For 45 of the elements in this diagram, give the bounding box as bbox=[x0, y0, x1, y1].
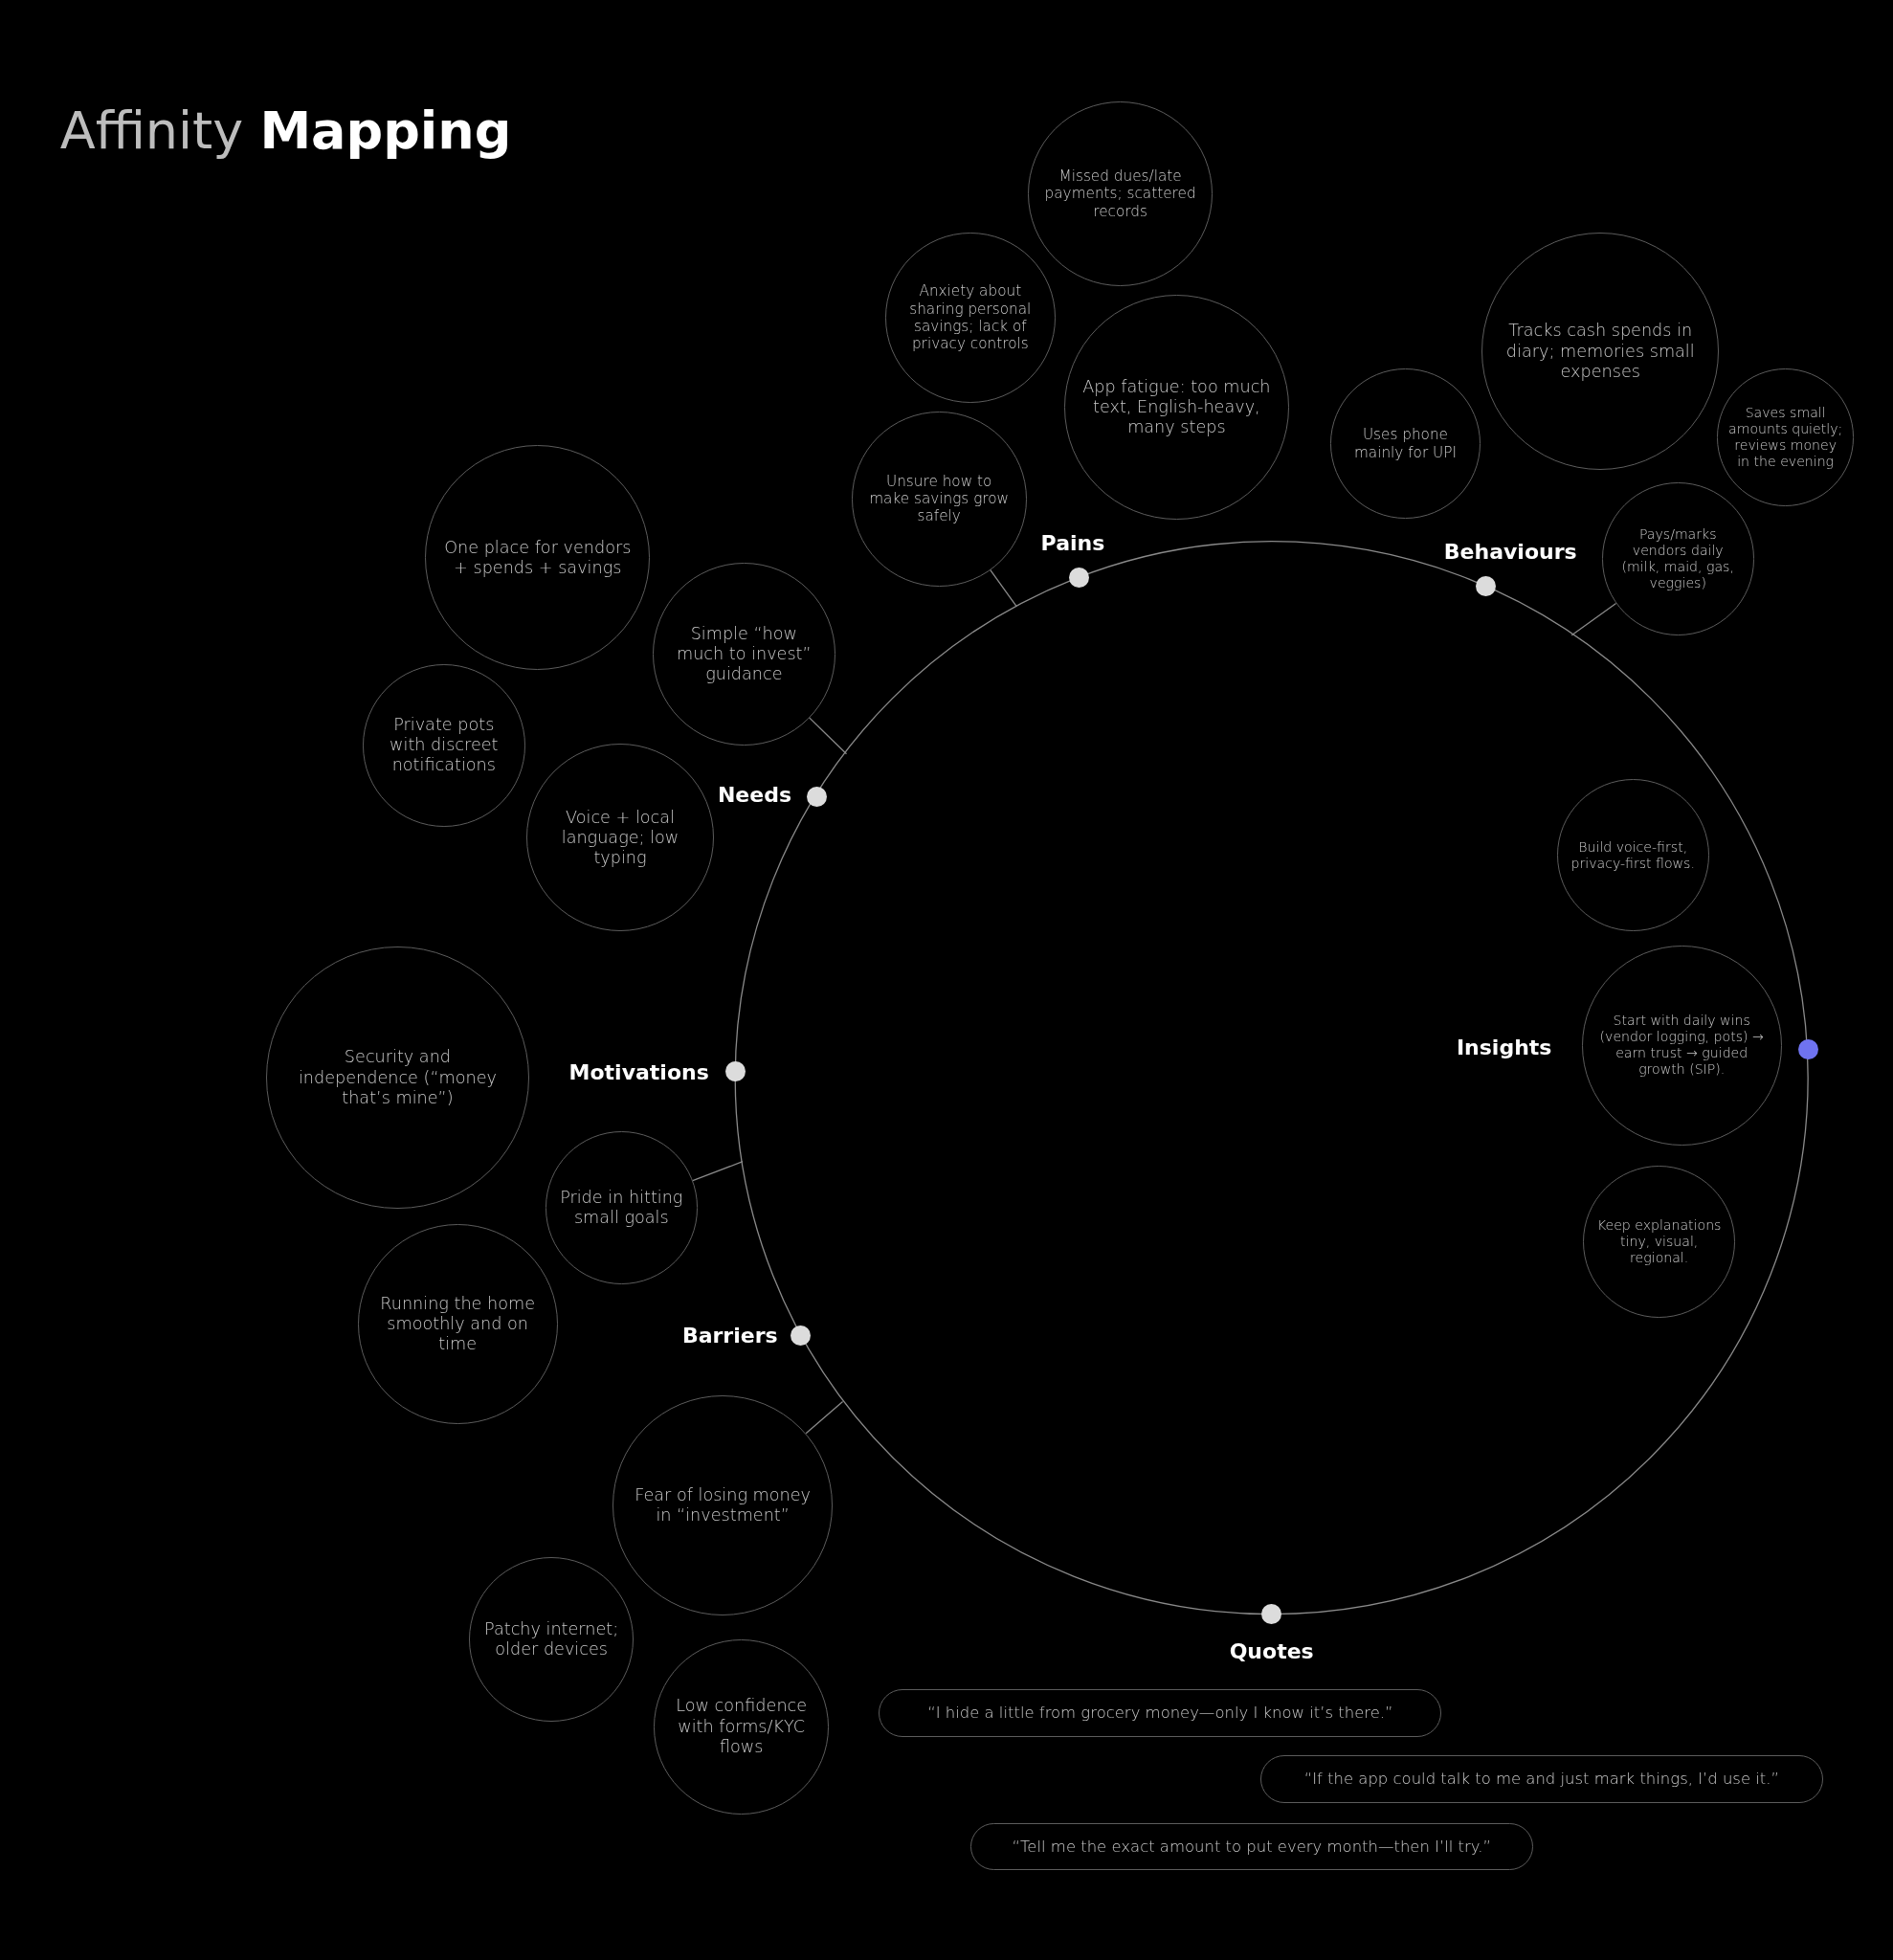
category-label: Behaviours bbox=[1443, 539, 1577, 564]
quote-text: “I hide a little from grocery money—only I know it’s there.” bbox=[927, 1703, 1393, 1723]
category-dot bbox=[1261, 1604, 1282, 1625]
note-text: Build voice-first, privacy-first flows. bbox=[1570, 838, 1696, 872]
category-dot bbox=[724, 1061, 746, 1082]
leader-line bbox=[990, 568, 1017, 608]
leader-line bbox=[808, 717, 848, 755]
category-label: Needs bbox=[717, 782, 791, 807]
note-text: Tracks cash spends in diary; memories small expenses bbox=[1504, 321, 1696, 382]
note-text: Low confidence with forms/KYC flows bbox=[675, 1696, 809, 1757]
leader-line bbox=[692, 1161, 744, 1182]
note-text: Fear of losing money in “investment” bbox=[634, 1484, 812, 1526]
category-dot bbox=[1797, 1038, 1818, 1059]
note-text: Security and independence (“money that’s mine”) bbox=[297, 1047, 498, 1108]
category-dot bbox=[1069, 568, 1089, 588]
note-text: One place for vendors + spends + savings bbox=[443, 537, 633, 578]
note-text: App fatigue: too much text, English-heavy, many steps bbox=[1081, 377, 1272, 438]
category-label: Quotes bbox=[1229, 1638, 1314, 1663]
category-dot bbox=[1475, 576, 1496, 597]
note-text: Keep explanations tiny, visual, regional. bbox=[1595, 1216, 1723, 1266]
category-label: Insights bbox=[1456, 1035, 1552, 1058]
note-text: Saves small amounts quietly; reviews money in the evening bbox=[1727, 405, 1844, 471]
category-label: Motivations bbox=[568, 1059, 709, 1084]
category-label: Barriers bbox=[681, 1323, 778, 1348]
note-text: Voice + local language; low typing bbox=[560, 807, 680, 869]
category-dot bbox=[790, 1325, 811, 1346]
note-text: Start with daily wins (vendor logging, pots) → earn trust → guided growth (SIP). bbox=[1598, 1013, 1765, 1079]
leader-line bbox=[805, 1400, 844, 1435]
note-text: Private pots with discreet notifications bbox=[389, 714, 500, 776]
note-text: Pays/marks vendors daily (milk, maid, gas, veggies) bbox=[1620, 526, 1735, 591]
note-text: Simple “how much to invest” guidance bbox=[676, 623, 813, 684]
note-text: Missed dues/late payments; scattered records bbox=[1043, 167, 1197, 220]
quote-pill bbox=[879, 1689, 1442, 1737]
note-text: Pride in hitting small goals bbox=[559, 1187, 684, 1229]
note-text: Unsure how to make savings grow safely bbox=[868, 472, 1011, 525]
note-text: Patchy internet; older devices bbox=[483, 1618, 620, 1659]
note-text: Anxiety about sharing personal savings; lack of privacy controls bbox=[908, 282, 1033, 353]
quote-text: “If the app could talk to me and just mark things, I’d use it.” bbox=[1303, 1770, 1780, 1789]
note-text: Uses phone mainly for UPI bbox=[1352, 426, 1458, 462]
note-text: Running the home smoothly and on time bbox=[379, 1293, 536, 1355]
title: Affinity Mapping bbox=[59, 100, 512, 161]
category-dot bbox=[806, 786, 827, 807]
category-label: Pains bbox=[1040, 530, 1105, 555]
quote-text: “Tell me the exact amount to put every month—then I’ll try.” bbox=[1012, 1837, 1491, 1857]
leader-line bbox=[1570, 602, 1617, 636]
